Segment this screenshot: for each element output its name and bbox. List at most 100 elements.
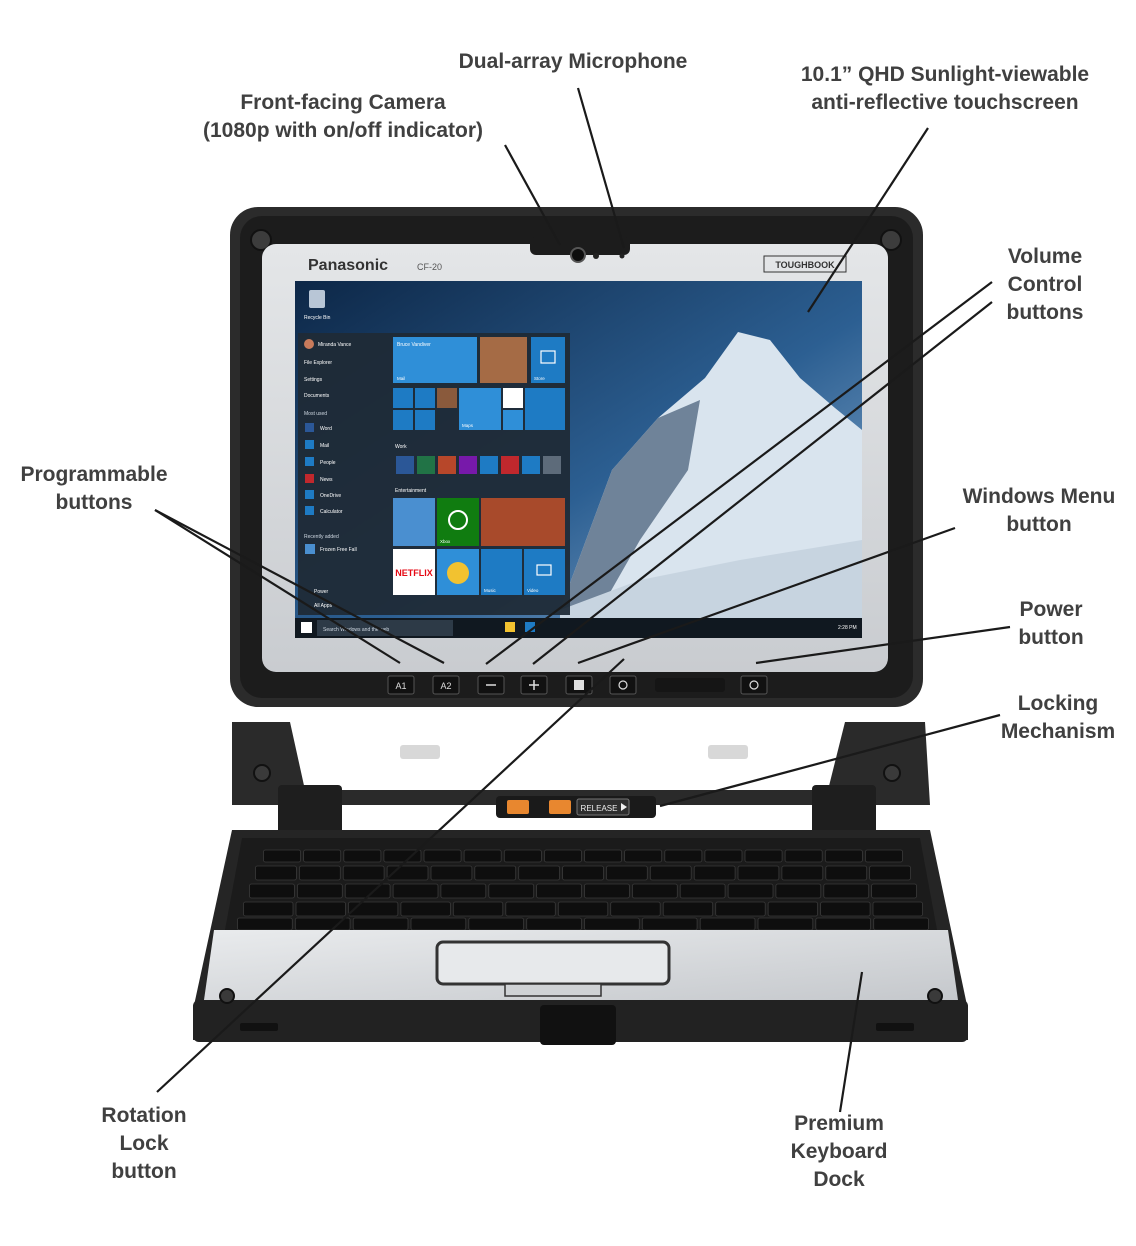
tile-contact-name: Bruce Vandiver [397, 342, 431, 348]
most-used-mail: Mail [320, 443, 329, 449]
callout-rotation-line: Rotation [101, 1104, 187, 1127]
callout-windows-menu: Windows Menu button [944, 483, 1134, 539]
keyboard-key [584, 917, 640, 931]
video-icon [536, 564, 552, 576]
tile-maps [459, 388, 501, 430]
wallpaper-mountain-shadow [560, 400, 700, 610]
dock-front-latch [540, 1005, 616, 1045]
callout-screen-line: 10.1” QHD Sunlight-viewable [800, 63, 1090, 86]
leader-line-windows-menu [577, 526, 956, 665]
leader-line-volume [485, 281, 993, 665]
rotation-lock-icon [618, 680, 628, 690]
calculator-icon [305, 506, 314, 515]
callout-programmable-line: buttons [55, 491, 133, 514]
most-used-people: People [320, 460, 336, 466]
tile-game [481, 498, 565, 546]
tile-xbox-label: Xbox [440, 539, 451, 544]
work-app-4 [459, 456, 477, 474]
taskbar-app-icon [505, 622, 515, 632]
keyboard-key [347, 901, 399, 917]
leader-lines [154, 87, 1011, 1113]
release-button [576, 798, 630, 816]
series-badge [763, 255, 847, 273]
bird-icon [447, 562, 469, 584]
keyboard-key [744, 849, 783, 863]
keyboard-key [505, 901, 556, 917]
work-app-8 [543, 456, 561, 474]
work-app-6 [501, 456, 519, 474]
most-used-calculator: Calculator [320, 509, 343, 515]
callout-rotation-line: Lock [119, 1132, 169, 1155]
keyboard-key [825, 865, 868, 881]
callout-programmable: Programmable buttons [0, 461, 188, 517]
release-arrow-icon [621, 803, 627, 811]
port-cover [876, 1023, 914, 1031]
keyboard-key [715, 901, 766, 917]
tile-video [524, 549, 565, 595]
keyboard-key [255, 865, 297, 881]
keyboard-key [781, 865, 824, 881]
leader-line-programmable [154, 509, 401, 664]
dock-screw [883, 764, 901, 782]
keyboard-key [649, 865, 692, 881]
leader-line-volume [532, 301, 993, 665]
tile-music-label: Music [484, 588, 497, 593]
keyboard-key [249, 883, 295, 899]
leader-line-power [755, 625, 1011, 665]
taskbar-clock: 2:28 PM [838, 625, 857, 631]
tile-photos [480, 337, 527, 383]
windows-start-icon [301, 622, 312, 633]
keyboard-key [296, 883, 343, 899]
callout-keyboard-dock-line: Premium [794, 1112, 884, 1135]
keyboard-key [400, 901, 451, 917]
start-item-settings: Settings [304, 377, 323, 383]
tile-tripadvisor [503, 388, 523, 408]
keyboard-key [664, 849, 703, 863]
callout-camera-line: (1080p with on/off indicator) [202, 119, 483, 142]
button-a1-label: A1 [395, 681, 406, 691]
keyboard-key [641, 917, 698, 931]
leader-line-camera [504, 144, 561, 246]
callout-camera: Front-facing Camera (1080p with on/off i… [170, 89, 516, 145]
model-label: CF-20 [417, 262, 442, 272]
mail-icon [305, 440, 314, 449]
tile-netflix-label: NETFLIX [395, 568, 433, 578]
word-icon [305, 423, 314, 432]
keyboard-key [410, 917, 467, 931]
keyboard-key [606, 865, 648, 881]
keyboard-key [557, 901, 609, 917]
callout-microphone-line: Dual-array Microphone [458, 50, 688, 73]
callout-volume: Volume Control buttons [982, 243, 1108, 327]
tile-frozen [393, 498, 435, 546]
windows-logo-icon [574, 680, 584, 690]
keyboard-key [869, 865, 911, 881]
keyboard-key [815, 917, 871, 931]
callout-windows-menu-line: Windows Menu [962, 485, 1116, 508]
keyboard-key [679, 883, 726, 899]
hinge-right [812, 785, 876, 837]
callout-volume-line: Volume [1007, 245, 1083, 268]
callout-power-line: Power [1019, 598, 1083, 621]
port-cover [240, 1023, 278, 1031]
onedrive-icon [305, 490, 314, 499]
keyboard-key [610, 901, 661, 917]
callout-programmable-line: Programmable [20, 463, 168, 486]
button-a2 [432, 675, 460, 695]
camera-strip [530, 237, 630, 255]
leader-line-locking [659, 713, 1001, 808]
leader-line-keyboard-dock [838, 971, 864, 1113]
microphone-hole [619, 253, 625, 259]
callout-locking: Locking Mechanism [984, 690, 1132, 746]
keyboard-key [383, 849, 422, 863]
keyboard-key [474, 865, 517, 881]
keyboard-key [342, 865, 385, 881]
power-button [740, 675, 768, 695]
keyboard-key [440, 883, 487, 899]
tile-maps-label: Maps [462, 423, 474, 428]
keyboard-key [536, 883, 582, 899]
keyboard-key [824, 849, 863, 863]
tile-video-label: Video [527, 588, 539, 593]
keyboard-key [624, 849, 663, 863]
keyboard-key [430, 865, 473, 881]
keyboard-key [820, 901, 871, 917]
